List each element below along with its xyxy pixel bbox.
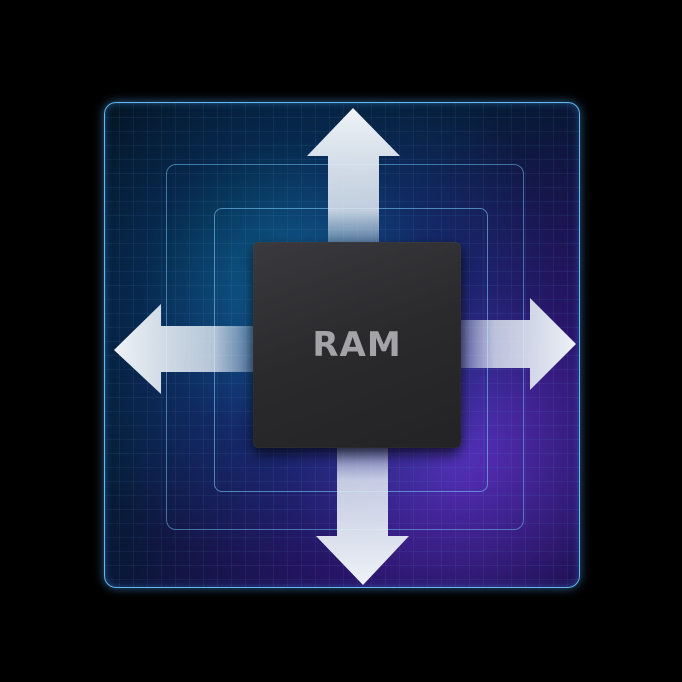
- arrow-right-icon: [459, 298, 576, 390]
- arrow-up-icon: [307, 108, 400, 245]
- arrow-left-icon: [114, 304, 256, 394]
- ram-label: RAM: [312, 325, 402, 365]
- ram-chip: RAM: [253, 242, 461, 448]
- arrow-down-icon: [316, 445, 409, 585]
